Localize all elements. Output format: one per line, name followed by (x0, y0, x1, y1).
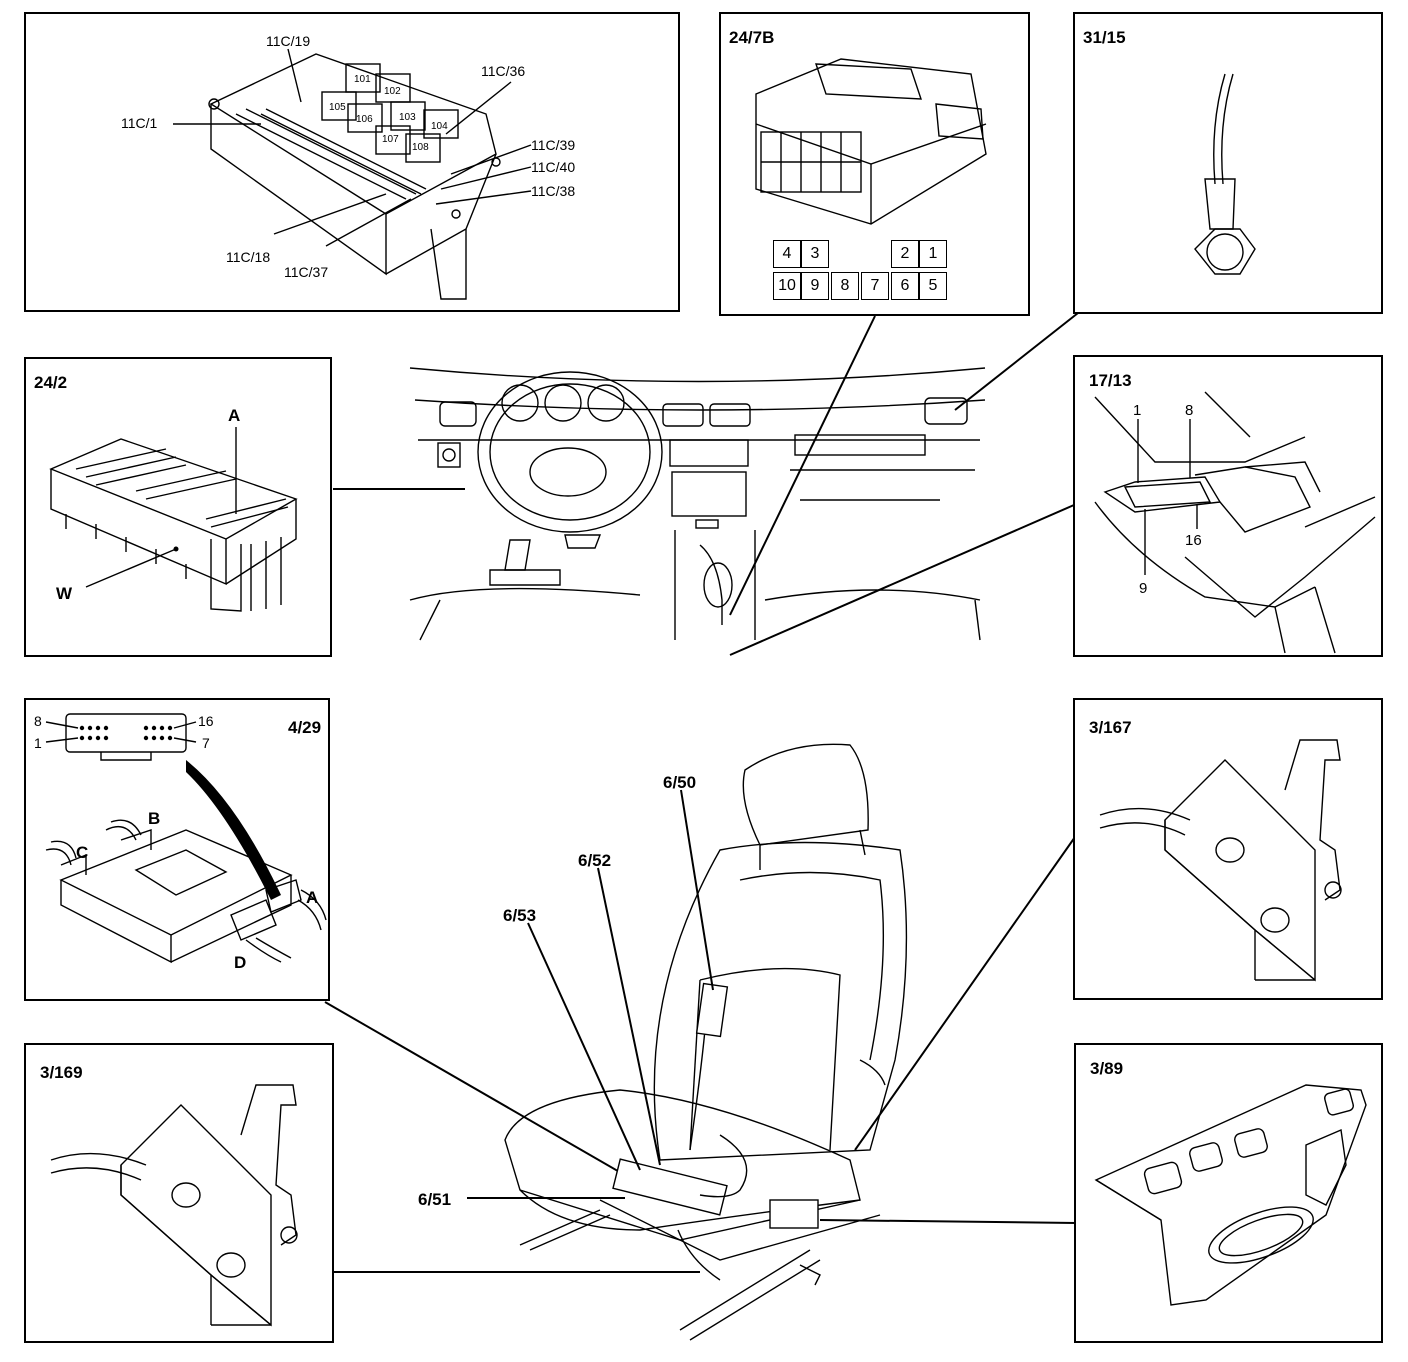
panel-24-2-title: 24/2 (34, 373, 68, 392)
seat-label-6-53: 6/53 (503, 906, 536, 925)
pin-7: 7 (861, 272, 889, 300)
diagnostic-socket-drawing: 1 8 16 9 (1094, 391, 1376, 654)
pin-3: 3 (801, 240, 829, 268)
connector-a-label: A (306, 888, 318, 907)
module-pin-1-label: 1 (34, 735, 42, 751)
socket-pin-1-label: 1 (1133, 402, 1141, 419)
module-pin-16-label: 16 (198, 713, 214, 729)
panel-3-89: 3/89 (1074, 1043, 1383, 1343)
module-pin-8-label: 8 (34, 713, 42, 729)
panel-4-29: 4/29 8 16 1 7 (24, 698, 330, 1001)
panel-24-7b-title: 24/7B (729, 28, 775, 47)
socket-pin-8-label: 8 (1185, 402, 1193, 419)
fuse-106-label: 106 (356, 114, 373, 125)
seat-label-6-51: 6/51 (418, 1190, 451, 1209)
module-pin-7-label: 7 (202, 735, 210, 751)
panel-4-29-title: 4/29 (288, 718, 322, 737)
fusebox-label-11c-36: 11C/36 (481, 63, 525, 79)
fusebox-label-11c-40: 11C/40 (531, 159, 575, 175)
fuse-107-label: 107 (382, 134, 399, 145)
panel-3-167-title: 3/167 (1089, 718, 1132, 737)
pin-2: 2 (891, 240, 919, 268)
fusebox-label-11c-38: 11C/38 (531, 183, 575, 199)
label-a: A (228, 406, 240, 425)
panel-24-2: 24/2 A W (24, 357, 332, 657)
pin-4: 4 (773, 240, 801, 268)
panel-17-13: 17/13 1 8 16 9 (1073, 355, 1383, 657)
seat-label-6-52: 6/52 (578, 851, 611, 870)
fuse-103-label: 103 (399, 112, 416, 123)
panel-fusebox: 11C/19 11C/1 101 102 105 106 103 104 107… (24, 12, 680, 312)
fusebox-label-11c-39: 11C/39 (531, 137, 575, 153)
pin-6: 6 (891, 272, 919, 300)
connector-c-label: C (76, 843, 88, 862)
pin-8: 8 (831, 272, 859, 300)
seat-label-6-50: 6/50 (663, 773, 696, 792)
panel-17-13-title: 17/13 (1089, 371, 1132, 390)
central-electronic-module-drawing: A W (49, 406, 298, 612)
socket-pin-9-label: 9 (1139, 580, 1147, 597)
fusebox-drawing: 11C/19 11C/1 101 102 105 106 103 104 107… (121, 33, 575, 300)
dashboard-drawing (409, 367, 986, 641)
fusebox-label-11c-19: 11C/19 (266, 33, 310, 49)
fuse-105-label: 105 (329, 102, 346, 113)
fusebox-label-11c-37: 11C/37 (284, 264, 328, 280)
pin-9: 9 (801, 272, 829, 300)
panel-31-15: 31/15 (1073, 12, 1383, 314)
panel-3-89-title: 3/89 (1090, 1059, 1124, 1078)
fuse-101-label: 101 (354, 74, 371, 85)
socket-pin-16-label: 16 (1185, 532, 1202, 549)
fuse-104-label: 104 (431, 121, 448, 132)
connector-24-7b-drawing (755, 58, 987, 225)
panel-24-7b: 24/7B 4 3 2 1 10 9 8 7 6 5 (719, 12, 1030, 316)
switch-3-167-drawing (1099, 739, 1342, 982)
connector-b-label: B (148, 809, 160, 828)
seat-drawing (467, 743, 908, 1341)
ground-point-drawing (1194, 73, 1256, 275)
fusebox-label-11c-18: 11C/18 (226, 249, 270, 265)
pin-5: 5 (919, 272, 947, 300)
pin-10: 10 (773, 272, 801, 300)
fuse-102-label: 102 (384, 86, 401, 97)
label-w: W (56, 584, 73, 603)
panel-31-15-title: 31/15 (1083, 28, 1126, 47)
seat-switch-panel-drawing (1094, 1084, 1367, 1306)
fusebox-label-11c-1: 11C/1 (121, 115, 158, 131)
pin-1: 1 (919, 240, 947, 268)
seat-control-module-drawing: 8 16 1 7 B C A D (34, 713, 327, 972)
fuse-108-label: 108 (412, 142, 429, 153)
panel-3-169-title: 3/169 (40, 1063, 83, 1082)
switch-3-169-drawing (50, 1084, 298, 1327)
connector-d-label: D (234, 953, 246, 972)
panel-3-169: 3/169 (24, 1043, 334, 1343)
panel-3-167: 3/167 (1073, 698, 1383, 1000)
